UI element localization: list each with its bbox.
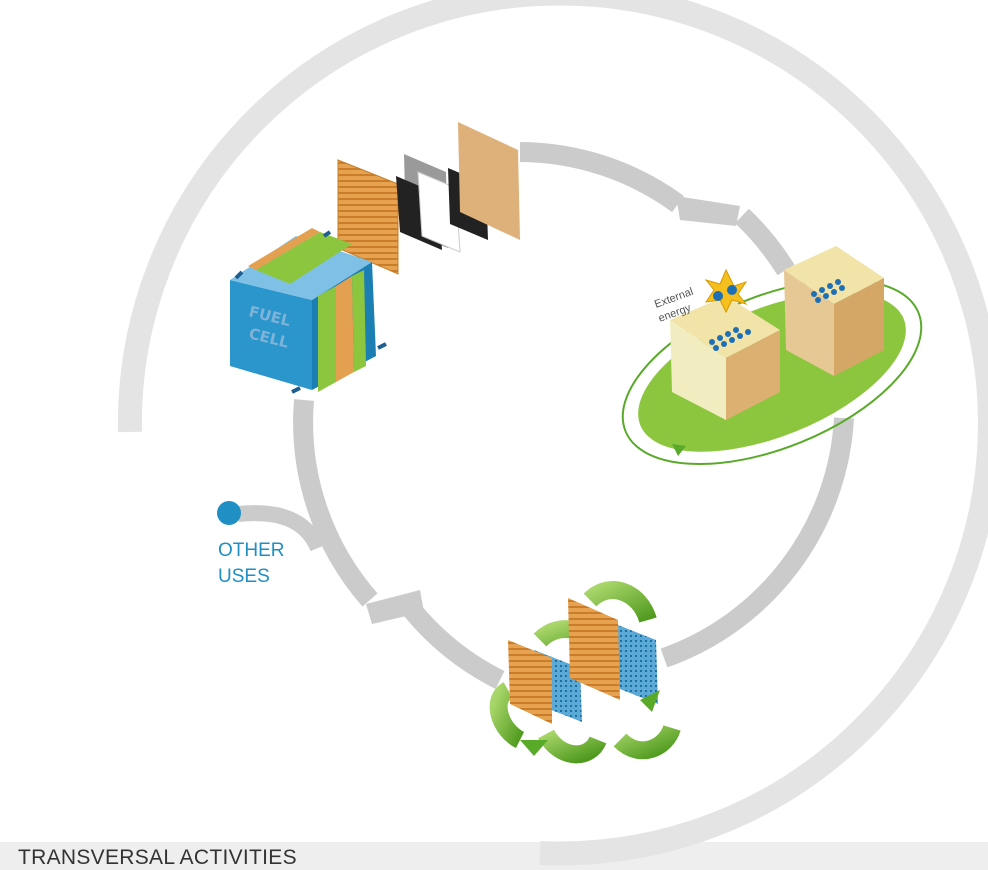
other-uses-branch bbox=[237, 505, 326, 552]
other-uses-label-line2: USES bbox=[218, 566, 270, 587]
fuel-cell-block bbox=[230, 228, 387, 394]
inner-cycle bbox=[293, 142, 854, 689]
fuel-cell-layers bbox=[337, 122, 520, 275]
storage-boxes bbox=[621, 246, 923, 466]
recycling-stacks bbox=[489, 581, 681, 764]
cycle-arrow-head bbox=[676, 196, 740, 226]
outer-ring bbox=[117, 0, 988, 866]
footer-bar bbox=[0, 842, 988, 870]
other-uses-label-line1: OTHER bbox=[218, 540, 285, 561]
other-uses-dot bbox=[217, 501, 241, 525]
footer-title: TRANSVERSAL ACTIVITIES bbox=[18, 846, 297, 869]
cycle-arrow-head bbox=[366, 590, 424, 624]
